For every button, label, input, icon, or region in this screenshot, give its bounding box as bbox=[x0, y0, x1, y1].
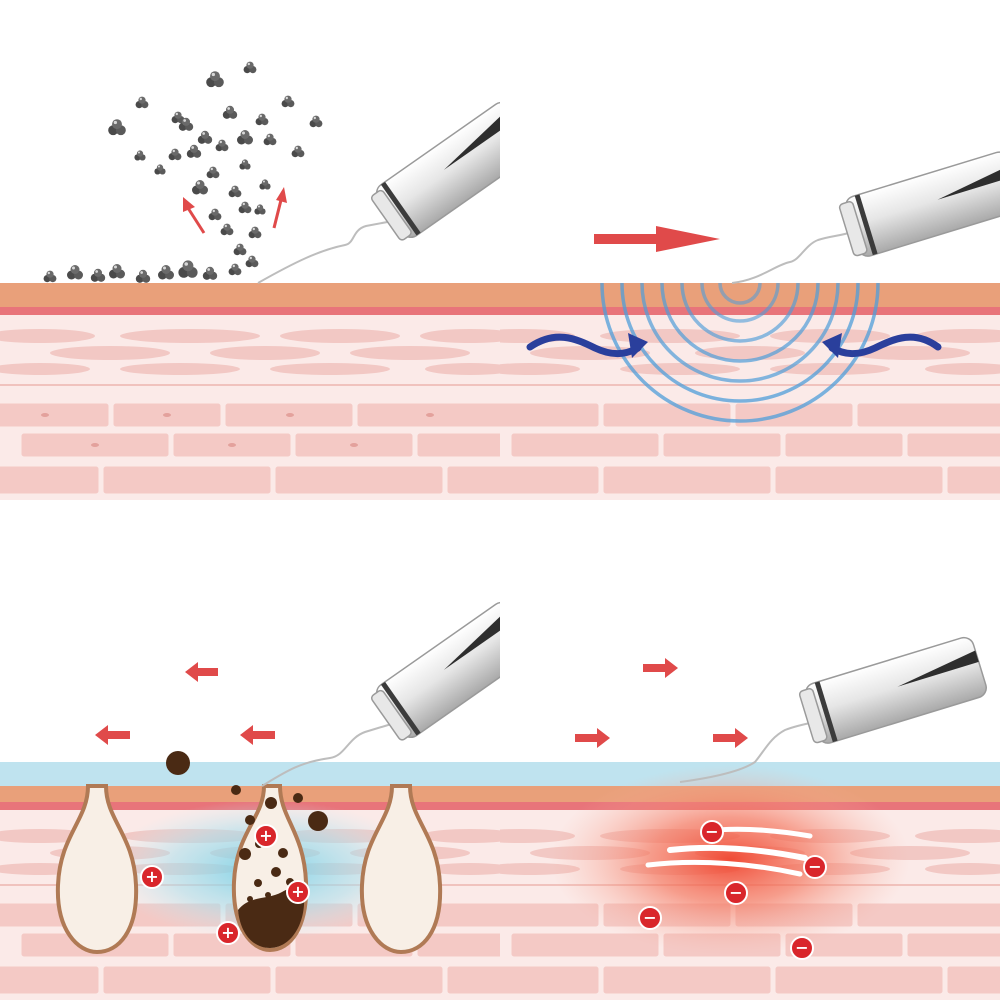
positive-ion-icon: + bbox=[254, 824, 278, 848]
ultrasonic-wave-arcs bbox=[600, 283, 880, 423]
dirt-particle-icon bbox=[192, 180, 208, 195]
dirt-particle-icon bbox=[291, 145, 305, 158]
negative-ion-icon: − bbox=[803, 855, 827, 879]
dirt-particle-icon bbox=[186, 144, 202, 158]
dirt-particle-icon bbox=[168, 148, 182, 161]
dirt-particle-icon bbox=[206, 166, 220, 179]
panel-ultrasonic-waves bbox=[500, 0, 1000, 500]
dirt-particle-icon bbox=[245, 255, 259, 268]
dirt-particle-icon bbox=[43, 270, 57, 283]
svg-text:−: − bbox=[705, 822, 718, 841]
dirt-particle-icon bbox=[208, 208, 222, 221]
dirt-particle-icon bbox=[228, 263, 242, 276]
panel-pore-extraction: + + + + bbox=[0, 500, 500, 1000]
svg-text:−: − bbox=[643, 908, 656, 927]
dirt-particle-icon bbox=[109, 264, 125, 279]
dirt-particle-icon bbox=[237, 130, 253, 145]
positive-ion-icon: + bbox=[216, 921, 240, 945]
direction-arrow-icon bbox=[575, 728, 610, 748]
dirt-particle-icon bbox=[248, 226, 262, 239]
skin-layers bbox=[500, 283, 1000, 500]
direction-arrow-icon bbox=[240, 725, 275, 745]
dirt-particle-icon bbox=[90, 268, 106, 282]
direction-arrow-icon bbox=[185, 662, 218, 682]
swirl-arrow-icon bbox=[828, 333, 942, 358]
svg-text:+: + bbox=[145, 867, 158, 886]
dirt-particle-icon bbox=[281, 95, 295, 108]
dirt-particle-icon bbox=[135, 96, 149, 109]
dirt-particle-icon bbox=[197, 130, 213, 144]
svg-text:+: + bbox=[221, 923, 234, 942]
panel-particle-lift bbox=[0, 0, 500, 500]
ultrasonic-spatula-icon bbox=[261, 601, 500, 787]
negative-ion-group: − − − − − bbox=[638, 820, 827, 960]
swirl-arrow-icon bbox=[526, 333, 642, 358]
dirt-particle-icon bbox=[135, 269, 151, 283]
pore-left bbox=[55, 784, 139, 955]
positive-ion-group: + + + + bbox=[140, 824, 310, 945]
svg-text:−: − bbox=[808, 857, 821, 876]
direction-arrow-icon bbox=[643, 658, 678, 678]
direction-arrow-icon bbox=[183, 197, 206, 234]
ultrasonic-spatula-icon bbox=[679, 636, 987, 783]
direction-arrow-icon bbox=[594, 226, 720, 252]
dirt-particle-icon bbox=[178, 260, 198, 278]
dirt-particle-icon bbox=[108, 119, 126, 136]
dirt-particle-icon bbox=[263, 133, 277, 146]
dirt-particle-icon bbox=[134, 150, 146, 161]
dirt-particle-icon bbox=[166, 751, 328, 902]
dirt-particle-icon bbox=[228, 185, 242, 198]
panel-negative-ion-infusion: − − − − − bbox=[500, 500, 1000, 1000]
dirt-particle-icon bbox=[233, 243, 247, 256]
svg-text:−: − bbox=[795, 938, 808, 957]
dirt-particle-icon bbox=[239, 159, 251, 170]
dirt-particle-icon bbox=[255, 113, 269, 126]
dirt-particle-icon bbox=[158, 265, 174, 280]
dirt-particle-cluster bbox=[43, 61, 323, 283]
dirt-particle-icon bbox=[222, 105, 238, 119]
positive-ion-icon: + bbox=[140, 865, 164, 889]
swirl-arrow-head-icon bbox=[822, 333, 842, 358]
direction-arrow-icon bbox=[95, 725, 130, 745]
positive-ion-icon: + bbox=[286, 880, 310, 904]
warming-glow bbox=[550, 765, 910, 955]
dirt-particle-icon bbox=[202, 266, 218, 280]
ultrasonic-spatula-icon bbox=[731, 151, 1000, 284]
dirt-particle-icon bbox=[171, 111, 185, 124]
swirl-arrow-head-icon bbox=[628, 333, 648, 358]
dirt-particle-icon bbox=[259, 179, 271, 190]
skin-layers bbox=[0, 283, 500, 500]
dirt-particle-icon bbox=[220, 223, 234, 236]
ultrasonic-spatula-icon bbox=[257, 101, 500, 284]
dirt-particle-icon bbox=[178, 117, 194, 131]
dirt-particle-icon bbox=[215, 139, 229, 152]
dirt-particle-icon bbox=[206, 71, 224, 88]
negative-ion-icon: − bbox=[638, 906, 662, 930]
negative-ion-icon: − bbox=[700, 820, 724, 844]
pore-right bbox=[359, 784, 443, 955]
dirt-particle-icon bbox=[238, 201, 252, 214]
pore-center-clogged bbox=[231, 784, 309, 953]
negative-ion-icon: − bbox=[790, 936, 814, 960]
dirt-particle-icon bbox=[243, 61, 257, 74]
svg-text:−: − bbox=[729, 883, 742, 902]
direction-arrow-icon bbox=[713, 728, 748, 748]
direction-arrow-icon bbox=[272, 187, 287, 229]
dirt-particle-icon bbox=[309, 115, 323, 128]
dirt-particle-icon bbox=[254, 204, 266, 215]
svg-text:+: + bbox=[291, 882, 304, 901]
dirt-particle-icon bbox=[154, 164, 166, 175]
negative-ion-icon: − bbox=[724, 881, 748, 905]
svg-text:+: + bbox=[259, 826, 272, 845]
dirt-particle-icon bbox=[67, 265, 83, 280]
